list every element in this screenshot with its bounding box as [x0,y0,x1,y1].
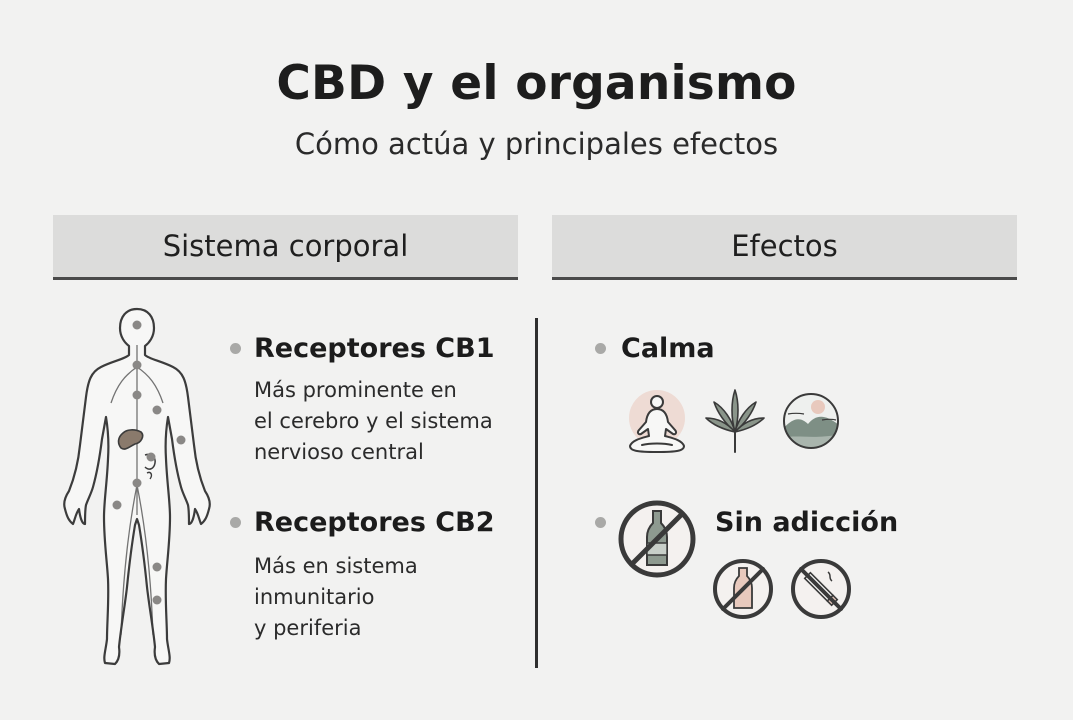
bullet-cb2 [230,517,241,528]
description-line: y periferia [254,616,362,640]
description-line: Más prominente en [254,378,457,402]
meditation-icon [629,390,685,453]
landscape-icon [783,393,839,449]
receptor-cb1-description: Más prominente en el cerebro y el sistem… [254,375,493,468]
bullet-sin-adiccion [595,517,606,528]
description-line: el cerebro y el sistema [254,409,493,433]
column-divider [535,318,538,668]
no-smoking-icon [791,559,851,619]
cannabis-leaf-icon [705,389,765,453]
column-header-label: Efectos [731,229,838,263]
effect-calma-title: Calma [621,333,715,364]
column-header-body-system: Sistema corporal [53,215,518,280]
no-alcohol-icon [618,500,696,578]
receptor-cb2-description: Más en sistema inmunitario y periferia [254,551,418,644]
description-line: Más en sistema [254,554,418,578]
human-body-icon [63,307,211,666]
effect-sin-adiccion-title: Sin adicción [715,507,899,538]
column-header-label: Sistema corporal [162,229,409,263]
bullet-cb1 [230,343,241,354]
page-subtitle: Cómo actúa y principales efectos [294,127,779,161]
no-bottle-icon [713,559,773,619]
column-header-effects: Efectos [552,215,1017,280]
receptor-cb2-title: Receptores CB2 [254,507,495,538]
page-title: CBD y el organismo [276,56,797,111]
bullet-calma [595,343,606,354]
description-line: nervioso central [254,440,424,464]
description-line: inmunitario [254,585,375,609]
receptor-cb1-title: Receptores CB1 [254,333,495,364]
